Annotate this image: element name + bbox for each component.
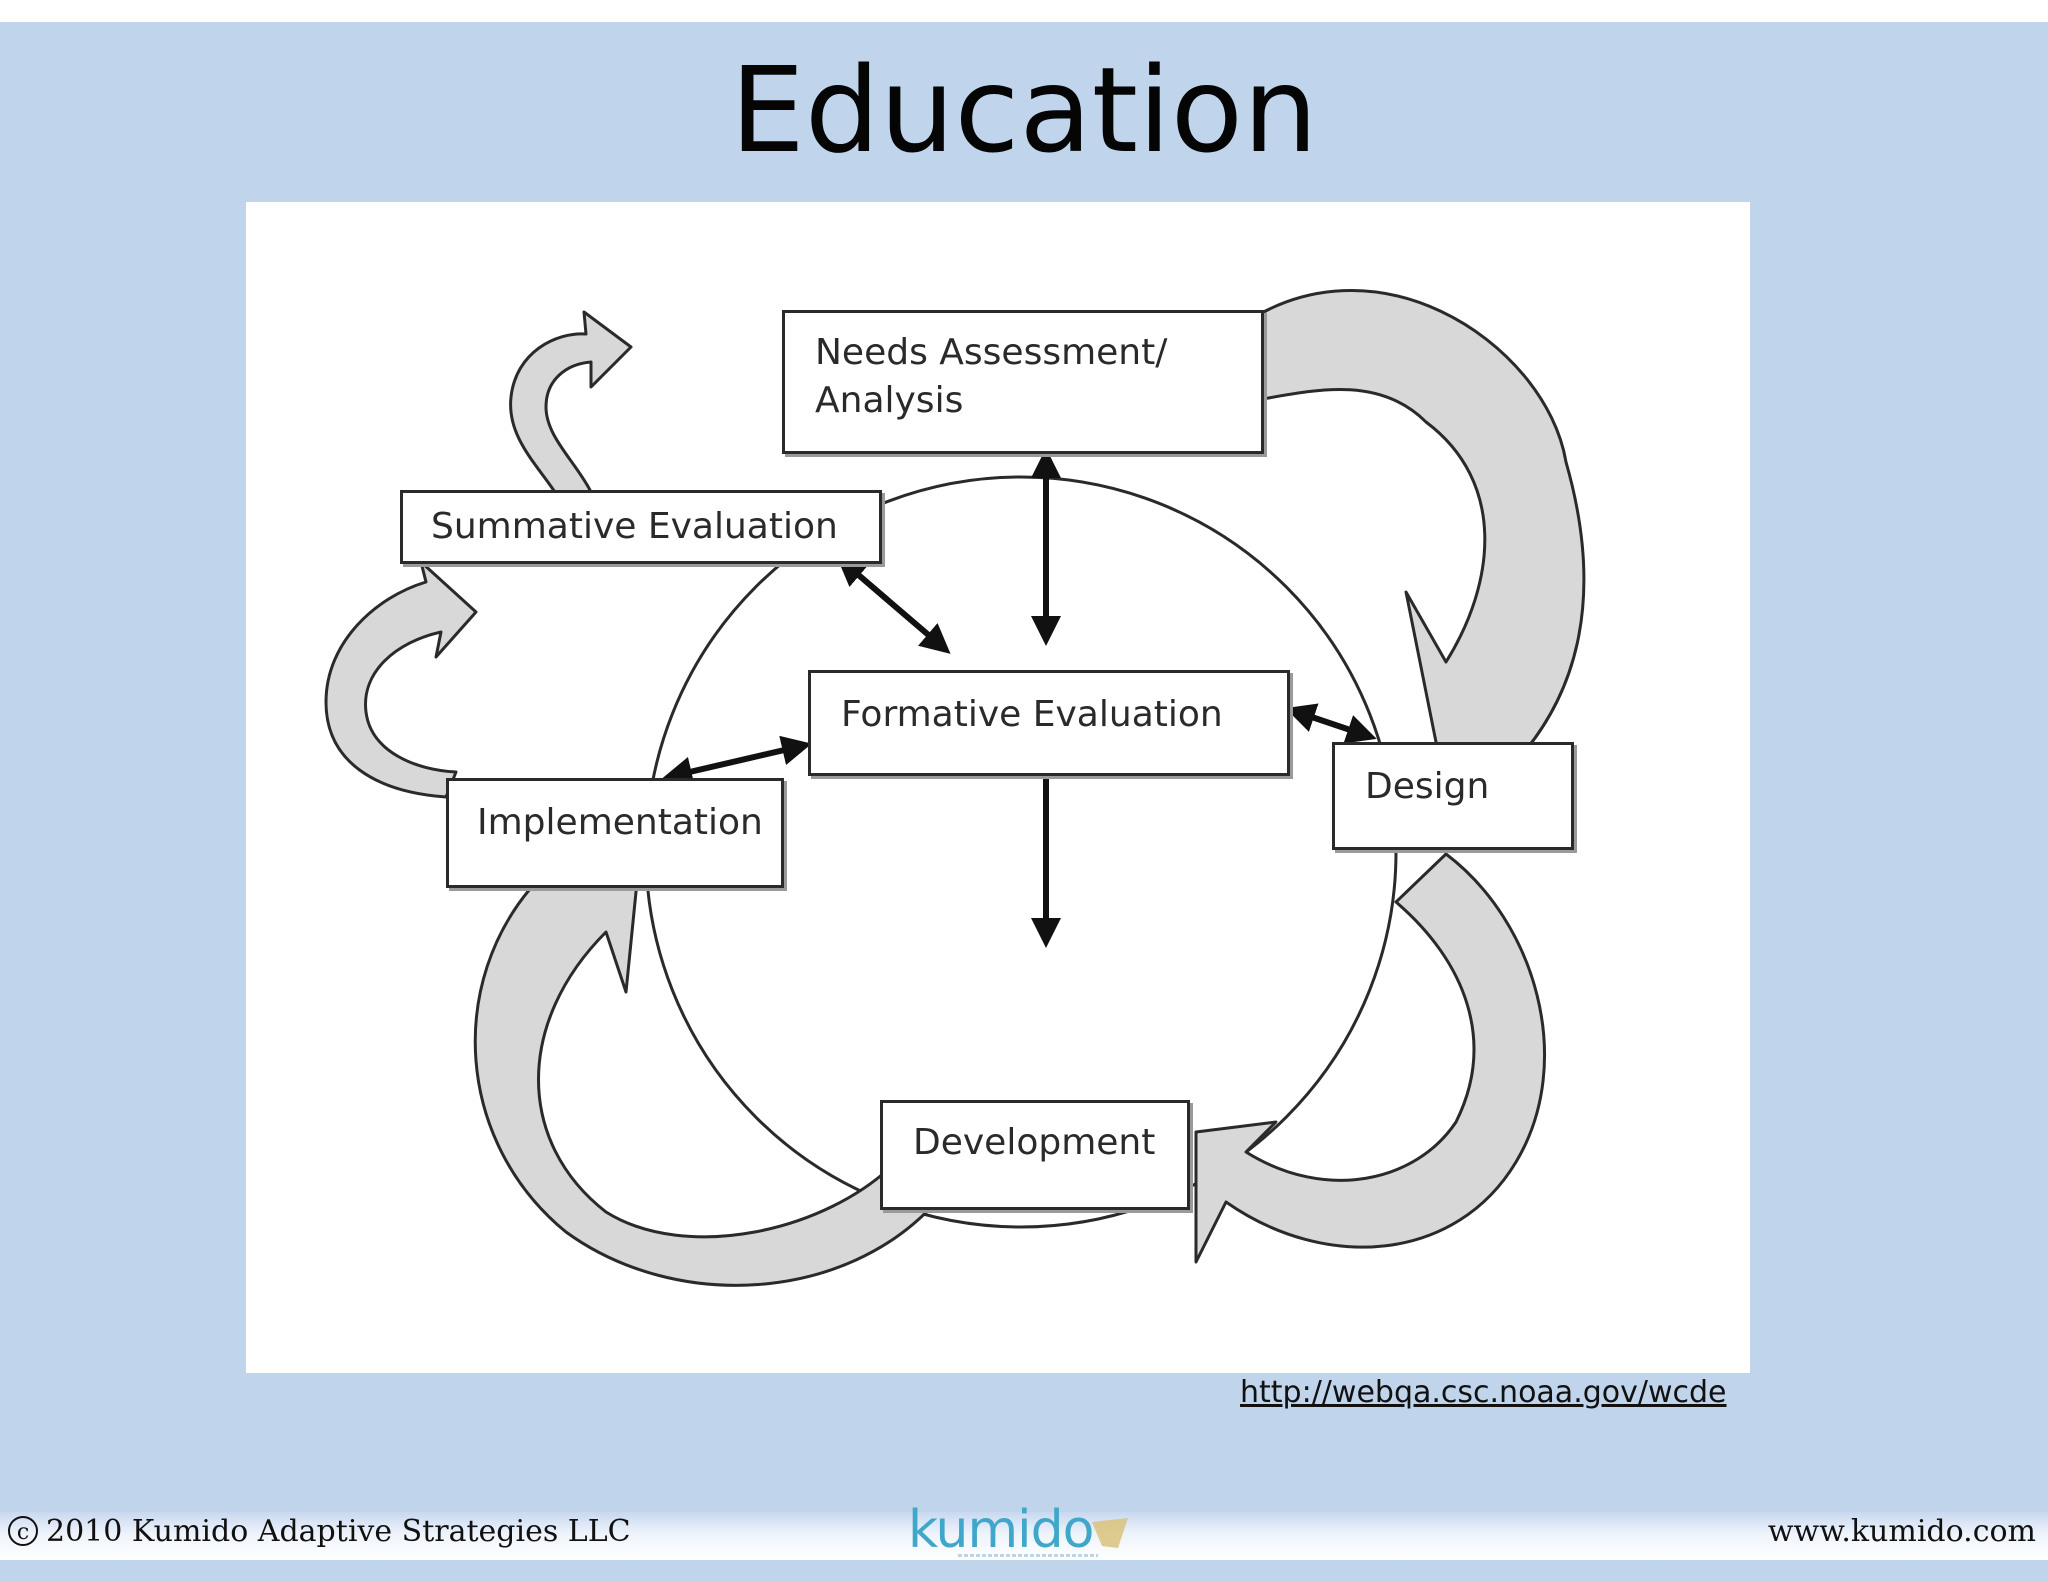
node-summative-evaluation-label: Summative Evaluation [431, 506, 838, 547]
node-design-label: Design [1365, 766, 1490, 807]
website-url: www.kumido.com [1767, 1514, 2036, 1549]
education-cycle-diagram: Needs Assessment/ Analysis Summative Eva… [246, 202, 1750, 1373]
copyright-icon: c [8, 1516, 38, 1546]
logo-mark-icon [1092, 1518, 1128, 1548]
node-needs-assessment: Needs Assessment/ Analysis [782, 310, 1264, 454]
link-summative-formative [836, 556, 951, 654]
arrow-design-to-development [1194, 852, 1546, 1264]
arrow-implementation-to-summative [324, 560, 478, 799]
logo-wordmark: kumido [908, 1500, 1094, 1560]
node-needs-assessment-label: Needs Assessment/ Analysis [815, 332, 1168, 421]
node-development: Development [880, 1100, 1190, 1210]
node-formative-evaluation: Formative Evaluation [808, 670, 1290, 776]
kumido-logo: kumido [908, 1500, 1128, 1560]
copyright-text: 2010 Kumido Adaptive Strategies LLC [46, 1514, 631, 1549]
arrow-development-to-implementation [473, 840, 938, 1287]
footer-bar [0, 1512, 2048, 1560]
node-implementation-label: Implementation [477, 802, 763, 843]
logo-tagline [958, 1554, 1098, 1557]
node-development-label: Development [913, 1122, 1156, 1163]
node-formative-evaluation-label: Formative Evaluation [841, 694, 1223, 735]
node-implementation: Implementation [446, 778, 784, 888]
slide-title: Education [730, 41, 1318, 179]
link-formative-design [1285, 703, 1377, 744]
node-design: Design [1332, 742, 1574, 850]
copyright-notice: c 2010 Kumido Adaptive Strategies LLC [8, 1512, 631, 1552]
node-summative-evaluation: Summative Evaluation [400, 490, 882, 564]
source-link[interactable]: http://webqa.csc.noaa.gov/wcde [1240, 1375, 1727, 1410]
diagram-drawing [324, 289, 1586, 1287]
link-implementation-formative [662, 735, 812, 787]
arrow-summative-to-needs [509, 310, 633, 509]
